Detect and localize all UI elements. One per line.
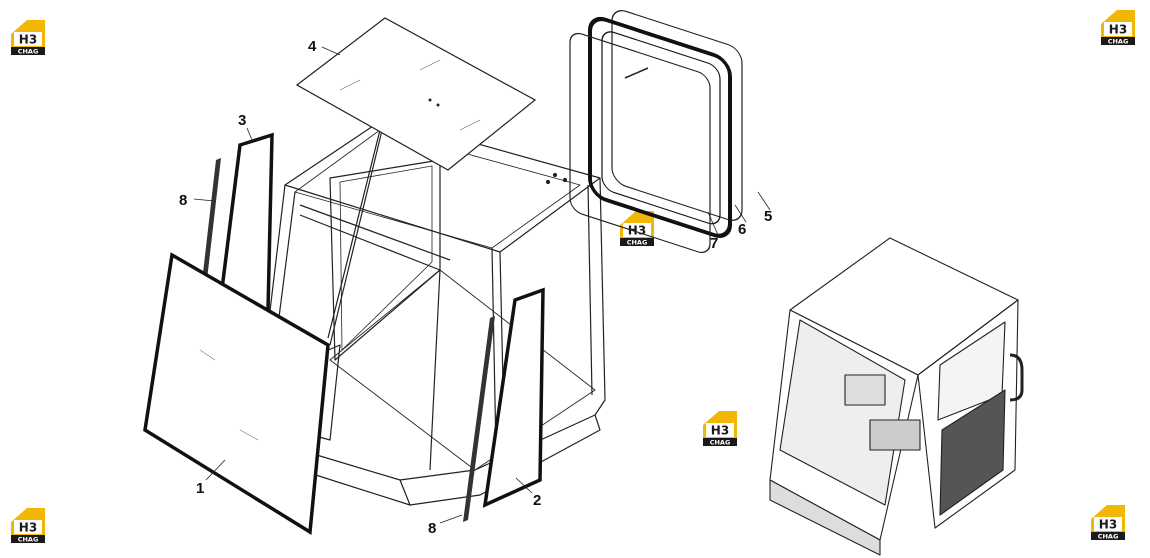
assembled-cab: [769, 237, 1024, 556]
callout-3: 3: [238, 112, 246, 129]
brand-logo-bottom-right: H3 CHAG: [1091, 505, 1125, 541]
roof-glass: [295, 17, 537, 171]
callout-8-right: 8: [428, 520, 436, 537]
callout-2: 2: [533, 492, 541, 509]
svg-text:H3: H3: [711, 424, 729, 438]
callout-5: 5: [764, 208, 772, 225]
svg-text:CHAG: CHAG: [627, 239, 648, 247]
brand-logo-top-left: H3 CHAG: [11, 20, 45, 56]
callout-4: 4: [308, 38, 317, 55]
svg-text:CHAG: CHAG: [710, 439, 731, 447]
rear-window-5-6-7: [569, 10, 743, 254]
svg-text:H3: H3: [1099, 518, 1117, 532]
brand-logo-bottom-left: H3 CHAG: [11, 508, 45, 544]
seal-strip-8-right: [463, 316, 495, 522]
door-glass-2: [482, 287, 545, 508]
svg-text:CHAG: CHAG: [18, 48, 39, 56]
callout-6: 6: [738, 221, 746, 238]
leader-lines: [193, 46, 771, 524]
callout-7: 7: [710, 235, 718, 252]
front-glass-1: [143, 252, 330, 535]
callout-labels: 4 3 8 1 2 8 7 6 5: [179, 38, 772, 537]
svg-text:H3: H3: [1109, 23, 1127, 37]
svg-text:H3: H3: [19, 33, 37, 47]
svg-text:H3: H3: [19, 521, 37, 535]
callout-1: 1: [196, 480, 204, 497]
callout-8-left: 8: [179, 192, 187, 209]
svg-text:CHAG: CHAG: [1098, 533, 1119, 541]
brand-logo-center: H3 CHAG: [620, 211, 654, 247]
svg-text:H3: H3: [628, 224, 646, 238]
svg-text:CHAG: CHAG: [1108, 38, 1129, 46]
svg-text:CHAG: CHAG: [18, 536, 39, 544]
brand-logo-top-right: H3 CHAG: [1101, 10, 1135, 46]
brand-logo-middle: H3 CHAG: [703, 411, 737, 447]
